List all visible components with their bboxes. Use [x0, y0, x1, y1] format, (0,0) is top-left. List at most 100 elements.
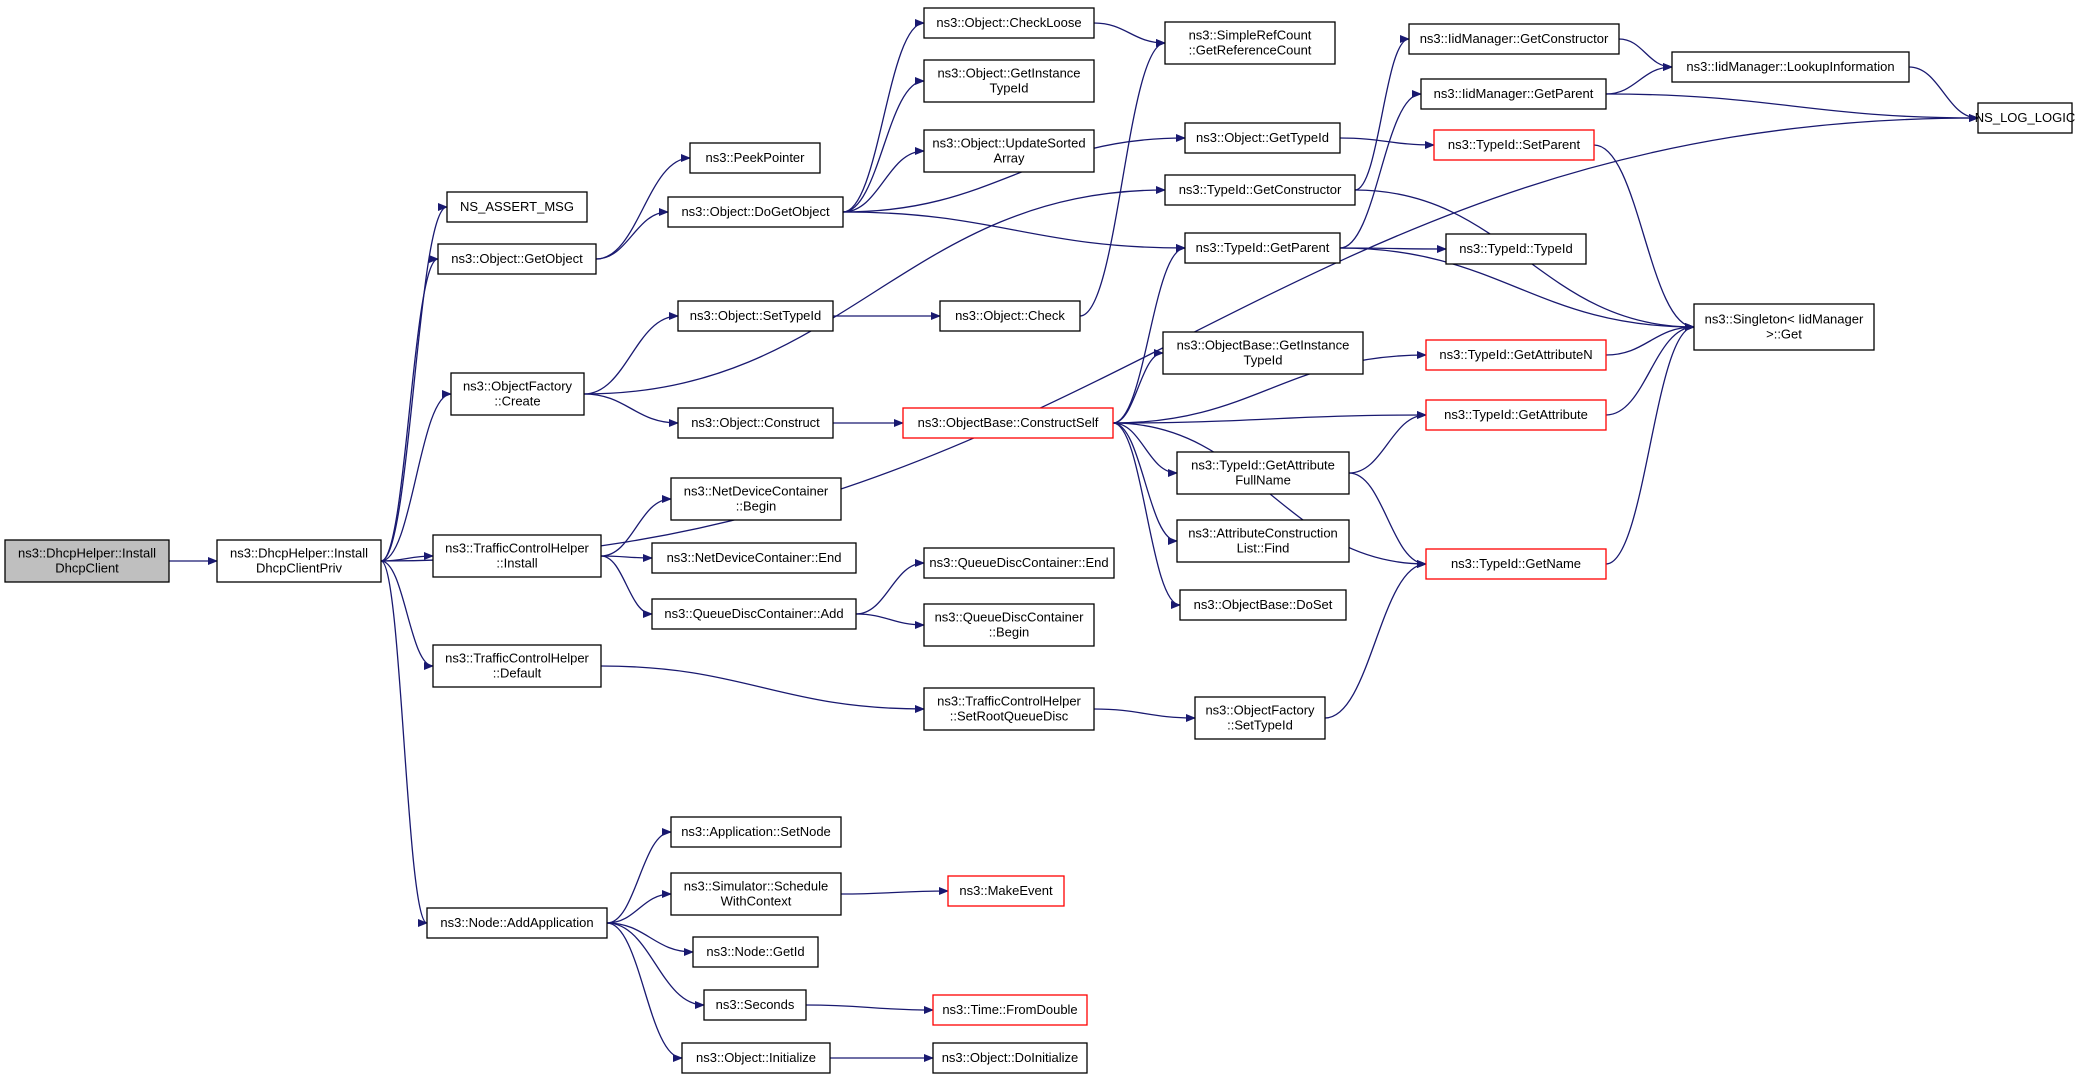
node-box [689, 142, 821, 174]
graph-node-n35[interactable]: ns3::ObjectBase::DoSet [1179, 589, 1347, 621]
node-box [670, 816, 842, 848]
graph-node-n45[interactable]: ns3::TypeId::GetAttribute [1425, 399, 1607, 431]
node-label: ns3::Object::Check [955, 308, 1065, 323]
graph-node-n37[interactable]: ns3::MakeEvent [947, 875, 1065, 907]
node-box [432, 644, 602, 688]
graph-node-n25[interactable]: ns3::Node::GetId [692, 936, 819, 968]
edge-n19-n31 [1112, 244, 1186, 424]
graph-node-n7[interactable]: ns3::Node::AddApplication [426, 907, 608, 939]
graph-node-n46[interactable]: ns3::TypeId::GetName [1425, 548, 1607, 580]
edge-n33-n46 [1348, 472, 1427, 568]
graph-node-n36[interactable]: ns3::ObjectFactory::SetTypeId [1194, 696, 1326, 740]
graph-node-n20[interactable]: ns3::QueueDiscContainer::End [923, 547, 1115, 579]
node-box [432, 534, 602, 578]
graph-node-n9[interactable]: ns3::Object::DoGetObject [667, 196, 844, 228]
node-box [1184, 232, 1341, 264]
node-label: ::SetRootQueueDisc [950, 709, 1069, 724]
node-label: ns3::TypeId::GetParent [1196, 240, 1330, 255]
graph-node-n47[interactable]: ns3::IidManager::LookupInformation [1671, 51, 1910, 83]
node-label: ns3::SimpleRefCount [1189, 28, 1312, 43]
graph-node-n38[interactable]: ns3::Time::FromDouble [932, 994, 1088, 1026]
node-label: NS_LOG_LOGIC [1975, 110, 2075, 125]
graph-node-n49[interactable]: NS_LOG_LOGIC [1975, 102, 2075, 134]
graph-node-n19[interactable]: ns3::ObjectBase::ConstructSelf [902, 407, 1114, 439]
node-label: ::SetTypeId [1227, 718, 1293, 733]
graph-node-n11[interactable]: ns3::Object::Construct [677, 407, 834, 439]
edge-n4-n11 [583, 393, 679, 427]
node-box [1176, 519, 1350, 563]
graph-node-n23[interactable]: ns3::Application::SetNode [670, 816, 842, 848]
node-box [1176, 451, 1350, 495]
node-label: ns3::QueueDiscContainer::Add [664, 606, 843, 621]
node-label: ns3::Application::SetNode [681, 824, 831, 839]
node-box [651, 598, 857, 630]
node-box [651, 542, 857, 574]
graph-node-n30[interactable]: ns3::TypeId::GetConstructor [1164, 174, 1356, 206]
graph-node-n40[interactable]: ns3::IidManager::GetConstructor [1408, 23, 1620, 55]
edge-n1-n6 [380, 560, 434, 670]
node-box [1184, 122, 1341, 154]
edge-n7-n25 [606, 922, 694, 956]
graph-node-n28[interactable]: ns3::SimpleRefCount::GetReferenceCount [1164, 21, 1336, 65]
edge-n42-n48 [1593, 144, 1695, 331]
node-box [216, 539, 382, 583]
edge-n31-n41 [1339, 90, 1422, 249]
graph-node-n4[interactable]: ns3::ObjectFactory::Create [450, 372, 585, 416]
graph-node-n31[interactable]: ns3::TypeId::GetParent [1184, 232, 1341, 264]
graph-node-n41[interactable]: ns3::IidManager::GetParent [1420, 78, 1607, 110]
graph-node-n6[interactable]: ns3::TrafficControlHelper::Default [432, 644, 602, 688]
edge-n9-n17 [842, 147, 925, 213]
node-box [1162, 331, 1364, 375]
graph-node-n13[interactable]: ns3::NetDeviceContainer::End [651, 542, 857, 574]
node-label: ns3::DhcpHelper::Install [230, 546, 368, 561]
graph-node-n2[interactable]: NS_ASSERT_MSG [446, 191, 588, 223]
graph-node-n42[interactable]: ns3::TypeId::SetParent [1433, 129, 1595, 161]
node-box [1425, 399, 1607, 431]
graph-node-n18[interactable]: ns3::Object::Check [939, 300, 1081, 332]
edge-n26-n38 [805, 1004, 934, 1014]
graph-node-n10[interactable]: ns3::Object::SetTypeId [677, 300, 834, 332]
graph-node-n14[interactable]: ns3::QueueDiscContainer::Add [651, 598, 857, 630]
graph-node-n21[interactable]: ns3::QueueDiscContainer::Begin [923, 603, 1095, 647]
edge-n18-n28 [1079, 39, 1166, 317]
node-box [923, 603, 1095, 647]
edge-n33-n45 [1348, 411, 1427, 474]
graph-node-n8[interactable]: ns3::PeekPointer [689, 142, 821, 174]
node-label: ns3::TypeId::GetConstructor [1179, 182, 1342, 197]
graph-node-n44[interactable]: ns3::TypeId::GetAttributeN [1425, 339, 1607, 371]
node-box [923, 59, 1095, 103]
node-label: ns3::Simulator::Schedule [684, 879, 829, 894]
graph-node-n26[interactable]: ns3::Seconds [703, 989, 807, 1021]
graph-node-n29[interactable]: ns3::Object::GetTypeId [1184, 122, 1341, 154]
node-label: ns3::Seconds [716, 997, 795, 1012]
graph-node-n43[interactable]: ns3::TypeId::TypeId [1445, 233, 1587, 265]
edge-n44-n48 [1605, 323, 1695, 356]
graph-node-n22[interactable]: ns3::TrafficControlHelper::SetRootQueueD… [923, 687, 1095, 731]
node-label: ns3::ObjectBase::DoSet [1194, 597, 1333, 612]
graph-node-n3[interactable]: ns3::Object::GetObject [437, 243, 597, 275]
node-label: ns3::Object::UpdateSorted [932, 136, 1085, 151]
node-box [4, 539, 170, 583]
node-label: FullName [1235, 473, 1291, 488]
node-label: ns3::QueueDiscContainer::End [929, 555, 1108, 570]
graph-node-n15[interactable]: ns3::Object::CheckLoose [923, 7, 1095, 39]
node-label: ns3::TypeId::TypeId [1459, 241, 1572, 256]
node-label: ns3::Object::SetTypeId [690, 308, 822, 323]
node-box [932, 994, 1088, 1026]
node-label: ns3::Object::Initialize [696, 1050, 816, 1065]
graph-node-n48[interactable]: ns3::Singleton< IidManager >::Get [1693, 303, 1875, 351]
graph-node-n27[interactable]: ns3::Object::Initialize [681, 1042, 831, 1074]
node-label: TypeId [989, 81, 1028, 96]
graph-node-n5[interactable]: ns3::TrafficControlHelper::Install [432, 534, 602, 578]
graph-node-n39[interactable]: ns3::Object::DoInitialize [932, 1042, 1088, 1074]
graph-node-n12[interactable]: ns3::NetDeviceContainer::Begin [670, 477, 842, 521]
